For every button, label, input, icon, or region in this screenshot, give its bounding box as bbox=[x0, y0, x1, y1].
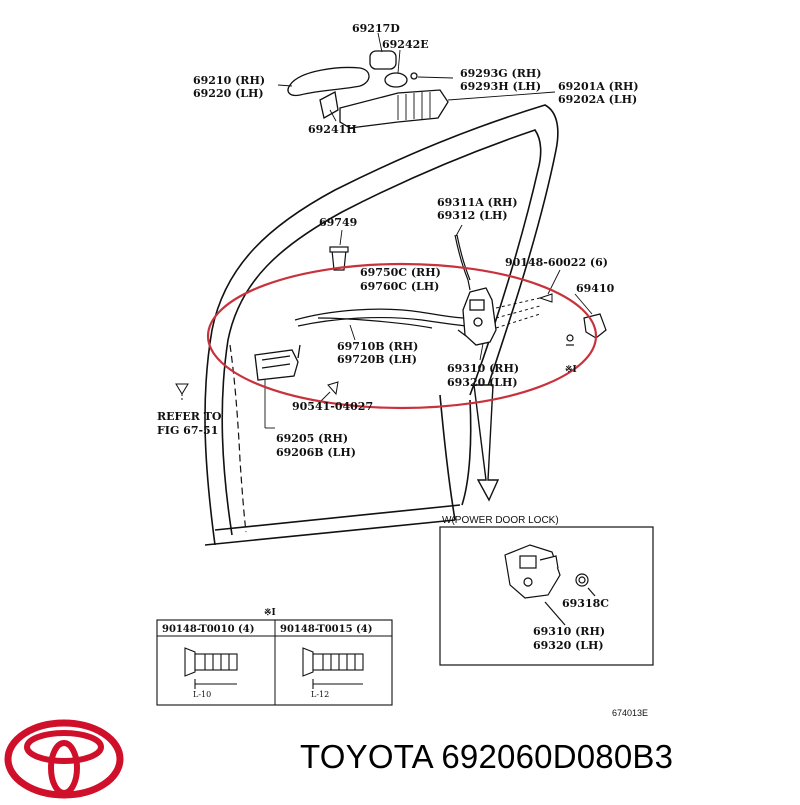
label-69311a: 69311A (RH) bbox=[437, 196, 518, 209]
label-69293h: 69293H (LH) bbox=[460, 80, 541, 93]
label-69710b: 69710B (RH) bbox=[337, 340, 418, 353]
label-69750c: 69750C (RH) bbox=[360, 266, 441, 279]
screw-90148-60022 bbox=[495, 293, 553, 329]
inside-handle-69205 bbox=[254, 344, 301, 381]
inset-label-69320: 69320 (LH) bbox=[533, 639, 604, 652]
label-69320: 69320 (LH) bbox=[447, 376, 518, 389]
label-69205: 69205 (RH) bbox=[276, 432, 348, 445]
lock-rods bbox=[294, 234, 471, 329]
label-69210: 69210 (RH) bbox=[193, 74, 265, 87]
label-69202a: 69202A (LH) bbox=[558, 93, 637, 106]
label-69749: 69749 bbox=[319, 216, 357, 229]
bolt1-drawing bbox=[184, 647, 238, 689]
toyota-logo bbox=[4, 719, 124, 799]
inset-label-69310: 69310 (RH) bbox=[533, 625, 605, 638]
inset-label-69318c: 69318C bbox=[562, 597, 609, 610]
label-refer-fig: FIG 67-51 bbox=[157, 424, 218, 437]
bolt1-header: 90148-T0010 (4) bbox=[162, 624, 254, 635]
label-69310: 69310 (RH) bbox=[447, 362, 519, 375]
label-69241h: 69241H bbox=[308, 123, 357, 136]
bolt-table: ※I 90148-T0010 (4) 90148-T0015 (4) L-10 … bbox=[156, 608, 393, 706]
label-star-mark: ※I bbox=[565, 365, 577, 375]
handle-pad-69242e bbox=[384, 72, 408, 88]
label-69242e: 69242E bbox=[382, 38, 429, 51]
label-90541: 90541-04027 bbox=[292, 400, 373, 413]
outer-handle-69210 bbox=[287, 66, 370, 97]
label-69201a: 69201A (RH) bbox=[558, 80, 639, 93]
figure-code: 674013E bbox=[612, 708, 648, 718]
highlight-ellipse bbox=[206, 262, 598, 410]
bolt2-drawing bbox=[302, 647, 364, 689]
label-69220: 69220 (LH) bbox=[193, 87, 264, 100]
label-69206b: 69206B (LH) bbox=[276, 446, 356, 459]
bolt2-header: 90148-T0015 (4) bbox=[280, 624, 372, 635]
label-69410: 69410 bbox=[576, 282, 615, 295]
label-refer-to: REFER TO bbox=[157, 410, 222, 423]
label-69720b: 69720B (LH) bbox=[337, 353, 417, 366]
door-lock-69310 bbox=[457, 287, 497, 346]
bolt-table-mark: ※I bbox=[264, 608, 276, 618]
label-69293g: 69293G (RH) bbox=[460, 67, 541, 80]
label-69760c: 69760C (LH) bbox=[360, 280, 439, 293]
brand-part-number: TOYOTA 692060D080B3 bbox=[300, 738, 674, 775]
door-frame bbox=[204, 104, 559, 546]
clip-69749 bbox=[329, 246, 349, 271]
label-69312: 69312 (LH) bbox=[437, 209, 508, 222]
label-69217d: 69217D bbox=[352, 22, 400, 35]
pad-69293g bbox=[410, 72, 418, 80]
part-labels: 69217D 69242E 69210 (RH) 69220 (LH) 6929… bbox=[157, 22, 639, 459]
handle-cap-69217d bbox=[369, 50, 397, 70]
handle-frame-69201a bbox=[339, 89, 449, 129]
cover-69241h bbox=[319, 91, 339, 120]
bolt2-length: L-12 bbox=[311, 690, 329, 699]
striker-69410 bbox=[566, 313, 607, 346]
label-90148-60022: 90148-60022 (6) bbox=[505, 256, 608, 269]
inset-lock-drawing bbox=[504, 544, 596, 626]
inset-title: W(POWER DOOR LOCK) bbox=[442, 515, 559, 526]
inset-power-door-lock: W(POWER DOOR LOCK) 69318C 69310 (RH) 693… bbox=[439, 515, 654, 666]
outside-handle-assembly bbox=[287, 50, 449, 129]
screw-90541 bbox=[175, 381, 339, 402]
bolt1-length: L-10 bbox=[193, 690, 211, 699]
